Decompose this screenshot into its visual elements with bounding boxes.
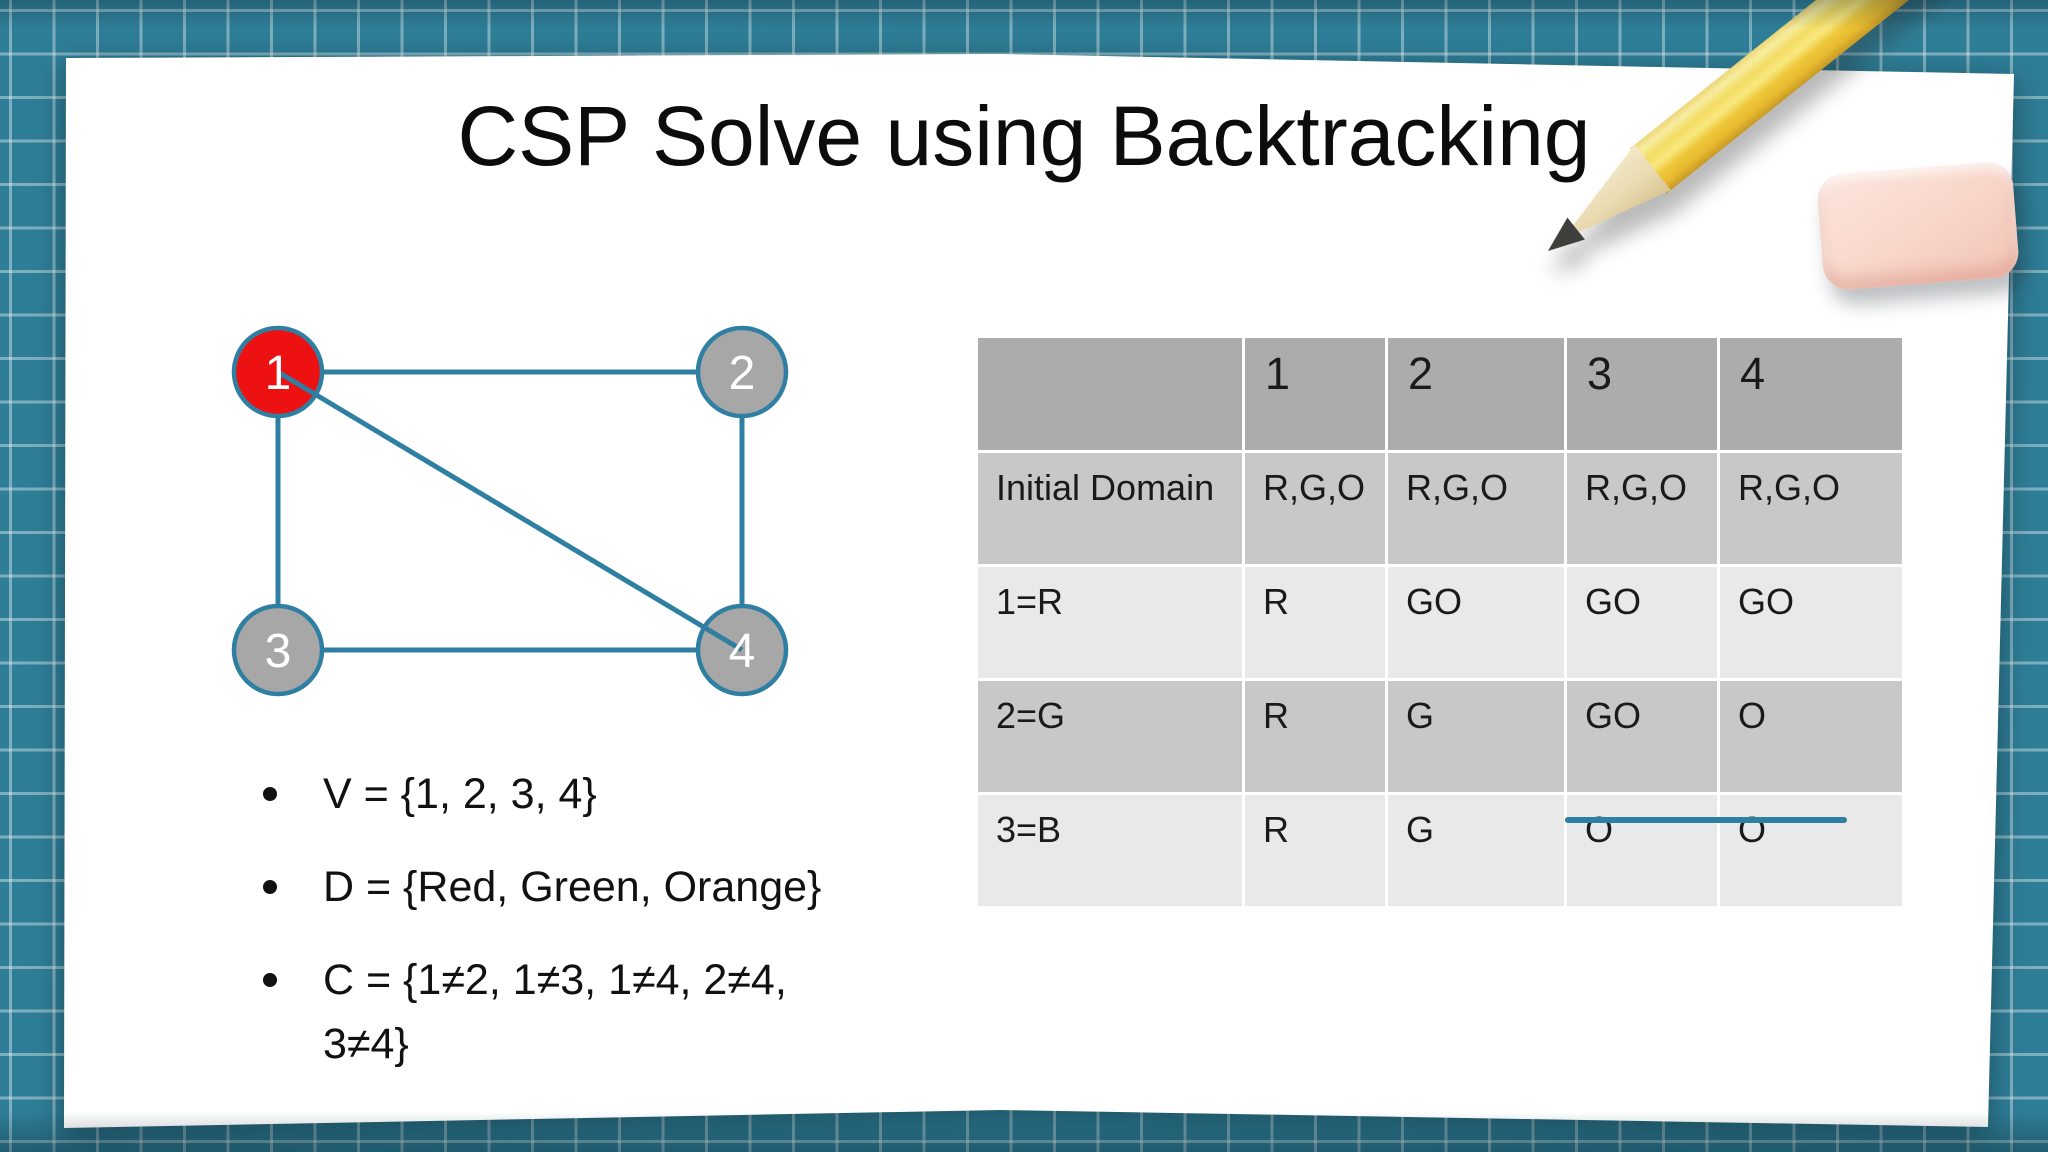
domain-cell: G [1388, 795, 1564, 906]
node-1 [231, 325, 325, 419]
list-item: D = {Red, Green, Orange} [263, 855, 843, 919]
domain-cell: G [1388, 681, 1564, 792]
domain-cell: GO [1720, 567, 1902, 678]
bullet-text-domain: D = {Red, Green, Orange} [323, 863, 822, 911]
bullet-icon [263, 973, 277, 987]
node-4 [695, 603, 789, 697]
strikethrough-line [1565, 817, 1847, 823]
domain-cell: O [1567, 795, 1717, 906]
bullet-list: V = {1, 2, 3, 4} D = {Red, Green, Orange… [263, 762, 843, 1105]
node-3-label: 3 [265, 625, 292, 678]
bullet-text-constraints: C = {1≠2, 1≠3, 1≠4, 2≠4, 3≠4} [323, 956, 787, 1068]
row-label: 2=G [978, 681, 1242, 792]
node-2 [695, 325, 789, 419]
domain-cell: R,G,O [1567, 453, 1717, 564]
bullet-icon [263, 787, 277, 801]
edge-1-4 [276, 369, 744, 653]
corner-cell [978, 338, 1242, 450]
domain-cell: R,G,O [1388, 453, 1564, 564]
domain-cell: R [1245, 567, 1385, 678]
list-item: V = {1, 2, 3, 4} [263, 762, 843, 826]
bullet-icon [263, 880, 277, 894]
eraser-icon [1815, 160, 2021, 292]
column-header: 3 [1567, 338, 1717, 450]
domain-cell: GO [1388, 567, 1564, 678]
node-4-label: 4 [729, 625, 756, 678]
row-label: 1=R [978, 567, 1242, 678]
bullet-text-variables: V = {1, 2, 3, 4} [323, 770, 597, 818]
column-header: 4 [1720, 338, 1902, 450]
domain-cell: GO [1567, 681, 1717, 792]
node-1-label: 1 [265, 347, 292, 400]
domain-cell: O [1720, 681, 1902, 792]
domain-cell: O [1720, 795, 1902, 906]
row-label: Initial Domain [978, 453, 1242, 564]
domain-cell: R [1245, 795, 1385, 906]
domain-cell: R,G,O [1245, 453, 1385, 564]
row-label: 3=B [978, 795, 1242, 906]
column-header: 2 [1388, 338, 1564, 450]
domain-cell: R [1245, 681, 1385, 792]
domain-cell: GO [1567, 567, 1717, 678]
slide-title: CSP Solve using Backtracking [457, 89, 1591, 183]
node-2-label: 2 [729, 347, 756, 400]
column-header: 1 [1245, 338, 1385, 450]
list-item: C = {1≠2, 1≠3, 1≠4, 2≠4, 3≠4} [263, 948, 843, 1076]
node-3 [231, 603, 325, 697]
domain-cell: R,G,O [1720, 453, 1902, 564]
